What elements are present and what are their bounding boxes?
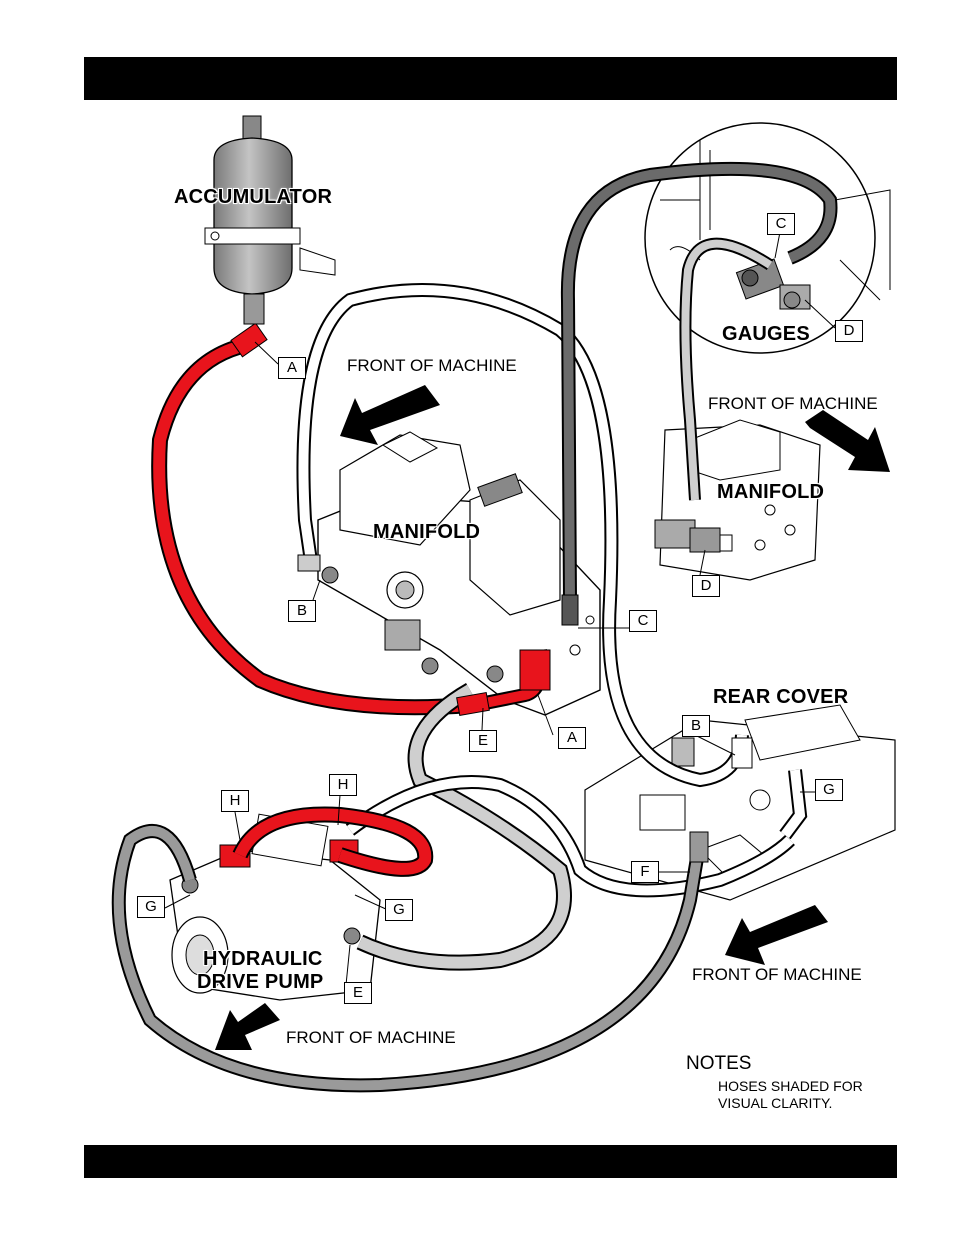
main-manifold [318,432,600,715]
callout-e-pump: E [344,982,372,1004]
callout-d-manifold: D [692,575,720,597]
accumulator-label: ACCUMULATOR [174,186,332,208]
front-label-3: FRONT OF MACHINE [692,965,862,984]
callout-c-gauge: C [767,213,795,235]
callout-g-pump-left: G [137,896,165,918]
callout-g-rear: G [815,779,843,801]
accumulator [205,116,335,324]
callout-h-left: H [221,790,249,812]
callout-b-manifold: B [288,600,316,622]
front-label-1: FRONT OF MACHINE [347,356,517,375]
callout-h-right: H [329,774,357,796]
callout-f-rear: F [631,861,659,883]
manifold-main-label: MANIFOLD [373,521,480,543]
callout-d-gauge: D [835,320,863,342]
notes-line-2: VISUAL CLARITY. [718,1095,832,1112]
pump-label-line2: DRIVE PUMP [197,971,323,993]
manifold-inset-label: MANIFOLD [717,481,824,503]
callout-g-pump-right: G [385,899,413,921]
rear-cover-label: REAR COVER [713,686,848,708]
callout-e-manifold: E [469,730,497,752]
callout-a-manifold: A [558,727,586,749]
notes-line-1: HOSES SHADED FOR [718,1078,863,1095]
notes-heading: NOTES [686,1053,751,1075]
callout-a-top: A [278,357,306,379]
front-label-2: FRONT OF MACHINE [708,394,878,413]
front-arrow-1 [340,385,440,445]
front-label-4: FRONT OF MACHINE [286,1028,456,1047]
callout-c-manifold: C [629,610,657,632]
pump-label-line1: HYDRAULIC [203,948,323,970]
gauges-label: GAUGES [722,323,810,345]
callout-b-rear: B [682,715,710,737]
front-arrow-4 [215,1003,280,1050]
front-arrow-3 [725,905,828,965]
